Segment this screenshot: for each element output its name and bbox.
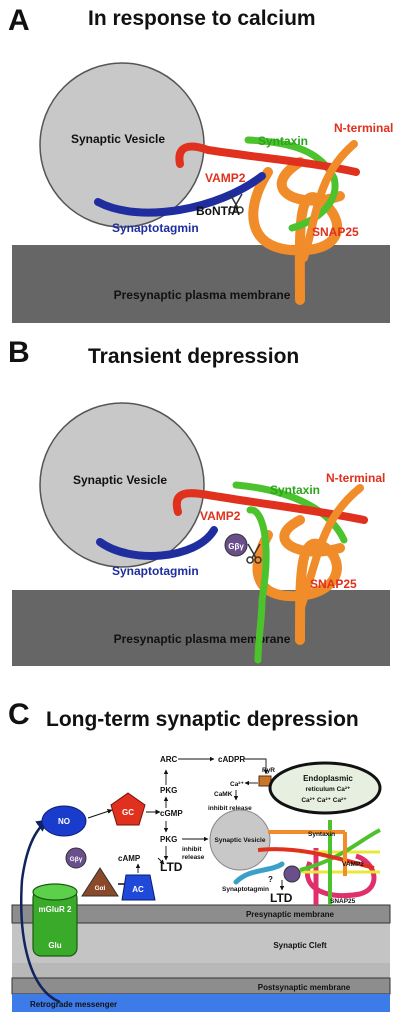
camp-label: cAMP [118, 854, 141, 863]
gai-label: Gαi [95, 885, 106, 892]
gbg-subunit-icon [283, 865, 301, 883]
snap25-protein [252, 515, 345, 645]
presynaptic-membrane [12, 590, 390, 666]
panel-b-letter: B [8, 336, 30, 369]
cadpr-label: cADPR [218, 755, 245, 764]
synaptotagmin-label: Synaptotagmin [112, 564, 199, 578]
vamp2-protein [175, 142, 360, 176]
cgmp-label: cGMP [160, 809, 183, 818]
gc-enzyme-icon: GC [110, 792, 146, 826]
ca-left-label: Ca²⁺ [230, 781, 244, 788]
mglur2-receptor-icon: mGluR 2 Glu [32, 883, 78, 957]
vamp2-label: VAMP2 [205, 171, 246, 185]
bont-label: BoNT/A [196, 204, 240, 218]
synaptotagmin-protein [94, 172, 266, 217]
vesicle-label: Synaptic Vesicle [215, 837, 266, 844]
inhibit-release-bottom-1: inhibit [182, 846, 202, 853]
syntaxin-label: Syntaxin [308, 831, 335, 838]
cadpr-to-ryr-arrow [244, 758, 269, 775]
syntaxin-label: Syntaxin [270, 483, 320, 497]
presynaptic-membrane [11, 904, 391, 924]
postsynaptic-membrane-label: Postsynaptic membrane [258, 983, 351, 992]
scissors-icon [246, 543, 262, 564]
arc-label: ARC [160, 755, 178, 764]
mglur2-label: mGluR 2 [39, 905, 72, 914]
synaptic-vesicle [39, 402, 205, 568]
presynaptic-membrane-label: Presynaptic membrane [246, 910, 335, 919]
ac-label: AC [132, 885, 144, 894]
synaptotagmin-label: Synaptotagmin [112, 221, 199, 235]
no-to-gc-arrow [87, 809, 113, 819]
no-molecule-icon: NO [41, 805, 87, 837]
synaptotagmin-protein [96, 526, 218, 560]
membrane-label: Presynaptic plasma membrane [114, 632, 291, 646]
gbg-label: Gβγ [70, 856, 83, 863]
panel-a-title: In response to calcium [88, 7, 316, 30]
panel-c-title: Long-term synaptic depression [46, 708, 359, 731]
vesicle-label: Synaptic Vesicle [71, 132, 165, 146]
vamp2-protein [172, 489, 368, 524]
ltd-left-label: LTD [160, 860, 183, 874]
synaptic-vesicle [209, 809, 271, 871]
n-terminal-label: N-terminal [334, 121, 393, 135]
vamp2-label: VAMP2 [200, 509, 241, 523]
pkg-bottom-label: PKG [160, 835, 177, 844]
gbg-label: Gβγ [228, 542, 244, 551]
snap25-label: SNAP25 [312, 225, 359, 239]
gai-subunit-icon: Gαi [81, 867, 119, 897]
panel-b-title: Transient depression [88, 345, 299, 368]
camp-to-ltd-arrow [157, 857, 165, 865]
snap25-label: SNAP25 [330, 898, 356, 905]
panel-a-letter: A [8, 4, 30, 37]
gbg-subunit-icon: Gβγ [224, 533, 248, 557]
synaptotagmin-label: Synaptotagmin [222, 886, 269, 893]
question-label: ? [268, 875, 273, 884]
gbg-subunit-icon: Gβγ [65, 847, 87, 869]
inhibit-release-bottom-2: release [182, 854, 205, 861]
ryr-label: RyR [262, 767, 275, 774]
panel-c-letter: C [8, 698, 30, 731]
er-ca-label: Ca²⁺ Ca²⁺ Ca²⁺ [301, 797, 347, 804]
ltd-right-label: LTD [270, 891, 293, 905]
gc-label: GC [122, 808, 134, 817]
presynaptic-membrane [12, 245, 390, 323]
snap25-n-terminal [296, 484, 364, 614]
endoplasmic-reticulum: Endoplasmic reticulum Ca²⁺ Ca²⁺ Ca²⁺ Ca²… [268, 761, 382, 815]
synaptotagmin-protein [233, 861, 285, 885]
snap25-protein [248, 157, 345, 305]
membrane-label: Presynaptic plasma membrane [114, 288, 291, 302]
er-label-1: Endoplasmic [303, 774, 353, 783]
snap25-protein [305, 848, 377, 905]
vamp2-protein [257, 847, 375, 870]
retrograde-arrow [20, 818, 61, 1004]
synaptic-cleft-label: Synaptic Cleft [273, 941, 327, 950]
panel-a: A In response to calcium Presynaptic pla… [8, 4, 393, 323]
syntaxin-protein [299, 820, 381, 905]
retrograde-band [12, 994, 390, 1012]
snap25-n-terminal [300, 140, 358, 262]
panel-b: B Transient depression Presynaptic plasm… [8, 336, 390, 666]
vesicle-label: Synaptic Vesicle [73, 473, 167, 487]
vamp2-label: VAMP2 [342, 861, 364, 868]
snap25-n-terminal [268, 830, 347, 876]
er-label-2: reticulum Ca²⁺ [306, 786, 352, 793]
panel-c: C Long-term synaptic depression Presynap… [8, 698, 391, 1012]
no-label: NO [58, 817, 70, 826]
camk-label: CaMK [214, 791, 233, 798]
syntaxin-protein [232, 481, 348, 664]
snap25-label: SNAP25 [310, 577, 357, 591]
glu-label: Glu [48, 941, 61, 950]
retrograde-label: Retrograde messenger [30, 1000, 117, 1009]
syntaxin-label: Syntaxin [258, 134, 308, 148]
n-terminal-label: N-terminal [326, 471, 385, 485]
scissors-icon [228, 193, 244, 214]
pkg-top-label: PKG [160, 786, 177, 795]
inhibit-release-top-label: inhibit release [208, 805, 252, 812]
ac-enzyme-icon: AC [121, 874, 156, 901]
synaptic-cleft-band [12, 963, 390, 979]
